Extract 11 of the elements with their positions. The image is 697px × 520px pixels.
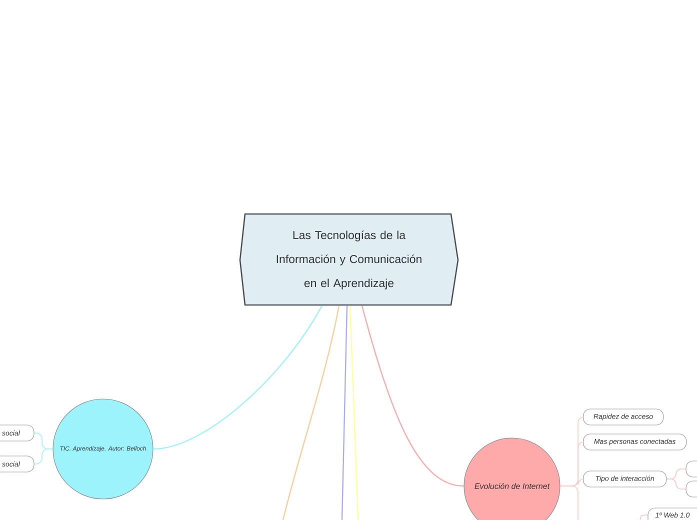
connector-line: [153, 305, 323, 450]
connector-line: [341, 306, 348, 520]
connector-line: [640, 514, 648, 520]
connector-line: [361, 306, 464, 487]
connector-line: [34, 448, 54, 464]
connector-line: [349, 306, 359, 520]
rounded-box: [686, 460, 697, 478]
connector-line: [282, 306, 340, 520]
rounded-box: [686, 480, 697, 498]
connector-line: [666, 478, 686, 490]
connector-line: [560, 486, 578, 520]
